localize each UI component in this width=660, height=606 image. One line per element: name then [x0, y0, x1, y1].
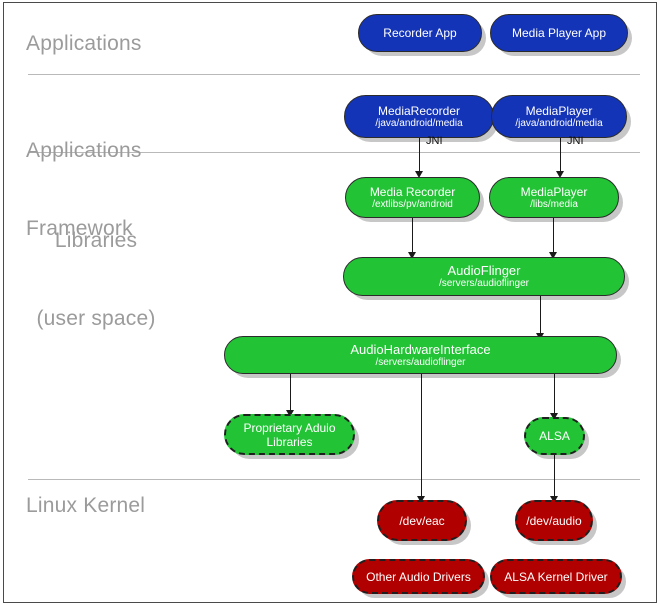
- node-dev-eac[interactable]: /dev/eac: [377, 500, 467, 541]
- node-recorder-app[interactable]: Recorder App: [358, 14, 482, 52]
- node-title: MediaPlayer: [525, 103, 593, 118]
- layer-label-line2: (user space): [36, 307, 156, 330]
- node-title: AudioHardwareInterface: [350, 341, 491, 357]
- node-title: ALSA: [539, 429, 570, 443]
- edge-ahi-to-alsa: [554, 374, 555, 418]
- layer-label-line1: Libraries: [54, 229, 138, 252]
- node-alsa-kernel-driver[interactable]: ALSA Kernel Driver: [490, 559, 622, 594]
- node-title: /dev/audio: [526, 513, 582, 528]
- node-mediaplayer-framework[interactable]: MediaPlayer /java/android/media: [491, 95, 627, 138]
- edge-playerlib-to-audioflinger: [553, 218, 554, 258]
- edge-mediarecorder-to-lib: [419, 138, 420, 175]
- node-title: MediaRecorder: [377, 103, 461, 118]
- edge-label-jni-left: JNI: [426, 135, 443, 147]
- node-subtitle: Libraries: [266, 434, 313, 449]
- node-media-player-app[interactable]: Media Player App: [490, 14, 628, 52]
- node-other-audio-drivers[interactable]: Other Audio Drivers: [352, 559, 485, 594]
- node-title: Recorder App: [383, 26, 457, 40]
- layer-label-line1: Applications: [26, 139, 142, 162]
- edge-ahi-to-proprietary: [290, 374, 291, 415]
- node-title: Proprietary Aduio: [243, 420, 336, 435]
- edge-audioflinger-to-ahi: [540, 296, 541, 339]
- node-title: Media Recorder: [369, 184, 456, 199]
- node-proprietary-audio-libs[interactable]: Proprietary Aduio Libraries: [224, 414, 355, 455]
- arrowhead-recorderlib-to-audioflinger: [408, 252, 416, 259]
- edge-alsa-to-dev-audio: [554, 455, 555, 501]
- node-subtitle: /extlibs/pv/android: [372, 198, 453, 210]
- layer-label-line2: Framework: [26, 217, 133, 240]
- edge-mediaplayer-to-lib: [560, 138, 561, 175]
- node-dev-audio[interactable]: /dev/audio: [515, 500, 593, 541]
- node-subtitle: /libs/media: [530, 198, 578, 210]
- arrowhead-ahi-to-dev-eac: [417, 496, 425, 503]
- divider-framework: [28, 152, 640, 153]
- edge-ahi-to-dev-eac: [421, 374, 422, 501]
- node-audiohardwareinterface[interactable]: AudioHardwareInterface /servers/audiofli…: [224, 336, 617, 374]
- divider-libraries: [28, 479, 640, 480]
- arrowhead-ahi-to-proprietary: [286, 410, 294, 417]
- layer-label-linux-kernel: Linux Kernel: [26, 494, 146, 517]
- node-title: /dev/eac: [399, 513, 445, 528]
- edge-label-jni-right: JNI: [567, 135, 584, 147]
- arrowhead-mediaplayer-to-lib: [556, 171, 564, 178]
- node-subtitle: /servers/audioflinger: [438, 278, 530, 289]
- node-media-recorder-lib[interactable]: Media Recorder /extlibs/pv/android: [345, 177, 480, 218]
- node-title: MediaPlayer: [520, 184, 588, 199]
- layer-label-applications: Applications: [26, 32, 142, 55]
- node-subtitle: /java/android/media: [375, 117, 463, 129]
- node-title: AudioFlinger: [447, 263, 521, 278]
- node-title: ALSA Kernel Driver: [504, 569, 608, 584]
- divider-applications: [28, 74, 640, 75]
- layer-label-libraries: Libraries (user space): [16, 176, 176, 384]
- layer-label-applications-framework: Applications Framework: [26, 86, 142, 294]
- arrowhead-mediarecorder-to-lib: [415, 171, 423, 178]
- arrowhead-playerlib-to-audioflinger: [549, 252, 557, 259]
- node-title: Other Audio Drivers: [366, 569, 471, 584]
- node-audioflinger[interactable]: AudioFlinger /servers/audioflinger: [343, 257, 625, 296]
- arrowhead-ahi-to-alsa: [550, 413, 558, 420]
- arrowhead-alsa-to-dev-audio: [550, 496, 558, 503]
- node-subtitle: /java/android/media: [515, 117, 603, 129]
- node-mediarecorder-framework[interactable]: MediaRecorder /java/android/media: [344, 95, 494, 138]
- node-title: Media Player App: [511, 26, 607, 40]
- node-mediaplayer-lib[interactable]: MediaPlayer /libs/media: [489, 177, 619, 218]
- edge-recorderlib-to-audioflinger: [412, 218, 413, 258]
- node-alsa[interactable]: ALSA: [524, 417, 585, 455]
- node-subtitle: /servers/audioflinger: [375, 356, 466, 368]
